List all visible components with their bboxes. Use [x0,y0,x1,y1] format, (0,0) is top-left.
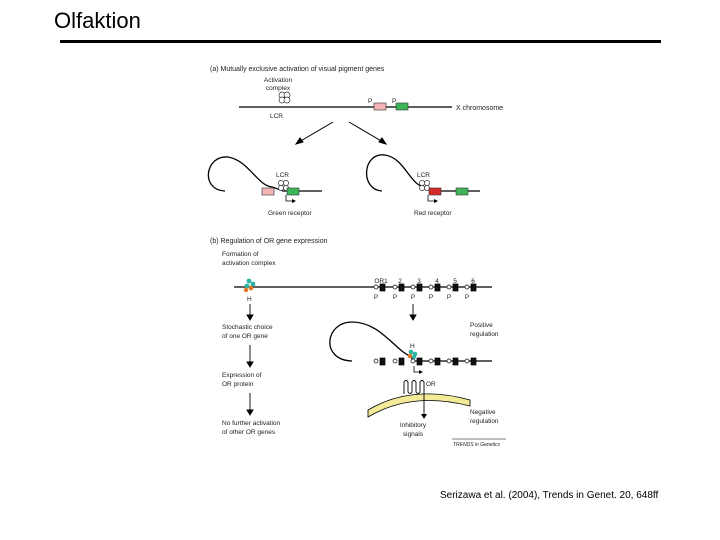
promoter-label-1: P [368,98,372,105]
promoter-b-4: P [429,294,433,301]
panel-a-heading: (a) Mutually exclusive activation of vis… [210,66,385,73]
or-label-6: 6 [471,278,475,285]
h-label-bound: H [410,343,415,350]
green-receptor-label: Green receptor [268,210,313,217]
activation-complex-icon [278,91,291,104]
promoter-label-2: P [392,98,396,105]
positive-regulation-label-2: regulation [470,331,499,338]
negative-regulation-label-2: regulation [470,418,499,425]
inhibitory-signals-label: Inhibitory [400,422,427,429]
citation: Serizawa et al. (2004), Trends in Genet.… [440,490,659,501]
or-label-3: 3 [417,278,421,285]
activation-complex-label: Activation [264,77,293,84]
or-label-1: OR1 [374,278,388,285]
panel-b: (b) Regulation of OR gene expression For… [210,238,506,448]
or-genes-top [373,283,477,292]
promoter-b-5: P [447,294,451,301]
promoter-b-6: P [465,294,469,301]
step-expression: Expression of [222,372,262,379]
or-protein-label: OR [426,381,436,388]
red-receptor-loop: LCR Red receptor [365,154,480,217]
inhibitory-signals-label-2: signals [403,431,424,438]
green-gene-block [395,102,409,111]
title-rule [60,40,661,43]
lcr-label-left: LCR [276,172,289,179]
step-stochastic-choice: Stochastic choice [222,324,273,331]
step-no-further: No further activation [222,420,281,427]
h-complex-icon [243,278,256,293]
lcr-label-top: LCR [270,113,283,120]
step-stochastic-choice-2: of one OR gene [222,333,268,340]
slide-title: Olfaktion [54,8,141,33]
diverging-arrows [294,121,388,145]
negative-regulation-label: Negative [470,409,496,416]
h-label: H [247,296,252,303]
or-label-4: 4 [435,278,439,285]
h-complex-bound-icon [407,349,418,360]
panel-a: (a) Mutually exclusive activation of vis… [207,66,503,217]
or-cluster-loop: H [329,321,492,374]
step-expression-2: OR protein [222,381,254,388]
promoter-b-2: P [393,294,397,301]
left-flow-arrows [246,304,254,416]
cell-membrane: OR [367,380,471,419]
step-no-further-2: of other OR genes [222,429,276,436]
formation-label: Formation of [222,251,259,258]
center-arrow [409,304,417,321]
activation-complex-label-2: complex [266,85,291,92]
promoter-b-1: P [374,294,378,301]
red-receptor-label: Red receptor [414,210,452,217]
panel-b-heading: (b) Regulation of OR gene expression [210,238,328,245]
green-receptor-loop: LCR Green receptor [207,156,322,217]
x-chromosome-label: X chromosome [456,105,503,112]
pink-gene-block [373,102,387,111]
lcr-label-right: LCR [417,172,430,179]
or-receptor-icon [403,380,425,410]
promoter-b-3: P [411,294,415,301]
journal-mark: TRENDS in Genetics [453,442,500,448]
or-label-5: 5 [453,278,457,285]
formation-label-2: activation complex [222,260,276,267]
positive-regulation-label: Positive [470,322,493,329]
or-label-2: 2 [398,278,402,285]
